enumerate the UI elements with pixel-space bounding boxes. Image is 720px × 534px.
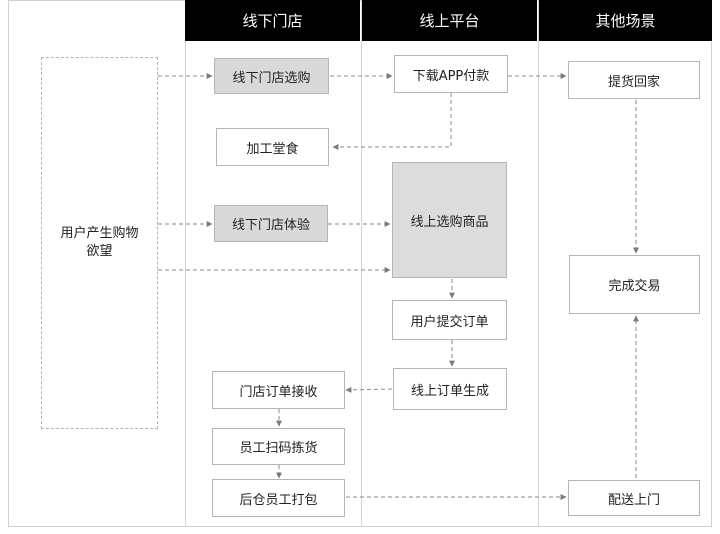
lane-divider-offline (185, 0, 186, 527)
lane-divider-online (361, 0, 362, 527)
lane-header-other: 其他场景 (539, 0, 712, 41)
node-door-delivery: 配送上门 (568, 480, 700, 516)
node-staff-scan-pick: 员工扫码拣货 (212, 428, 345, 465)
node-complete-transaction: 完成交易 (569, 255, 700, 314)
lane-header-online: 线上平台 (362, 0, 537, 41)
node-dine-in: 加工堂食 (216, 128, 329, 166)
node-store-select: 线下门店选购 (214, 58, 329, 94)
node-user-submit-order: 用户提交订单 (392, 300, 507, 340)
edge-online-order-store-receive (345, 386, 393, 393)
node-online-select: 线上选购商品 (392, 162, 507, 278)
node-online-order-created: 线上订单生成 (393, 368, 507, 410)
edge-app-pay-dine-in (332, 93, 452, 150)
node-store-experience: 线下门店体验 (214, 205, 328, 242)
node-store-order-receive: 门店订单接收 (212, 371, 345, 409)
node-pickup-home: 提货回家 (568, 61, 700, 99)
node-download-app-pay: 下载APP付款 (394, 55, 508, 93)
lane-header-offline: 线下门店 (185, 0, 360, 41)
node-backroom-pack: 后仓员工打包 (212, 479, 345, 517)
lane-divider-other (538, 0, 539, 527)
node-shopping-desire: 用户产生购物 欲望 (41, 57, 158, 429)
